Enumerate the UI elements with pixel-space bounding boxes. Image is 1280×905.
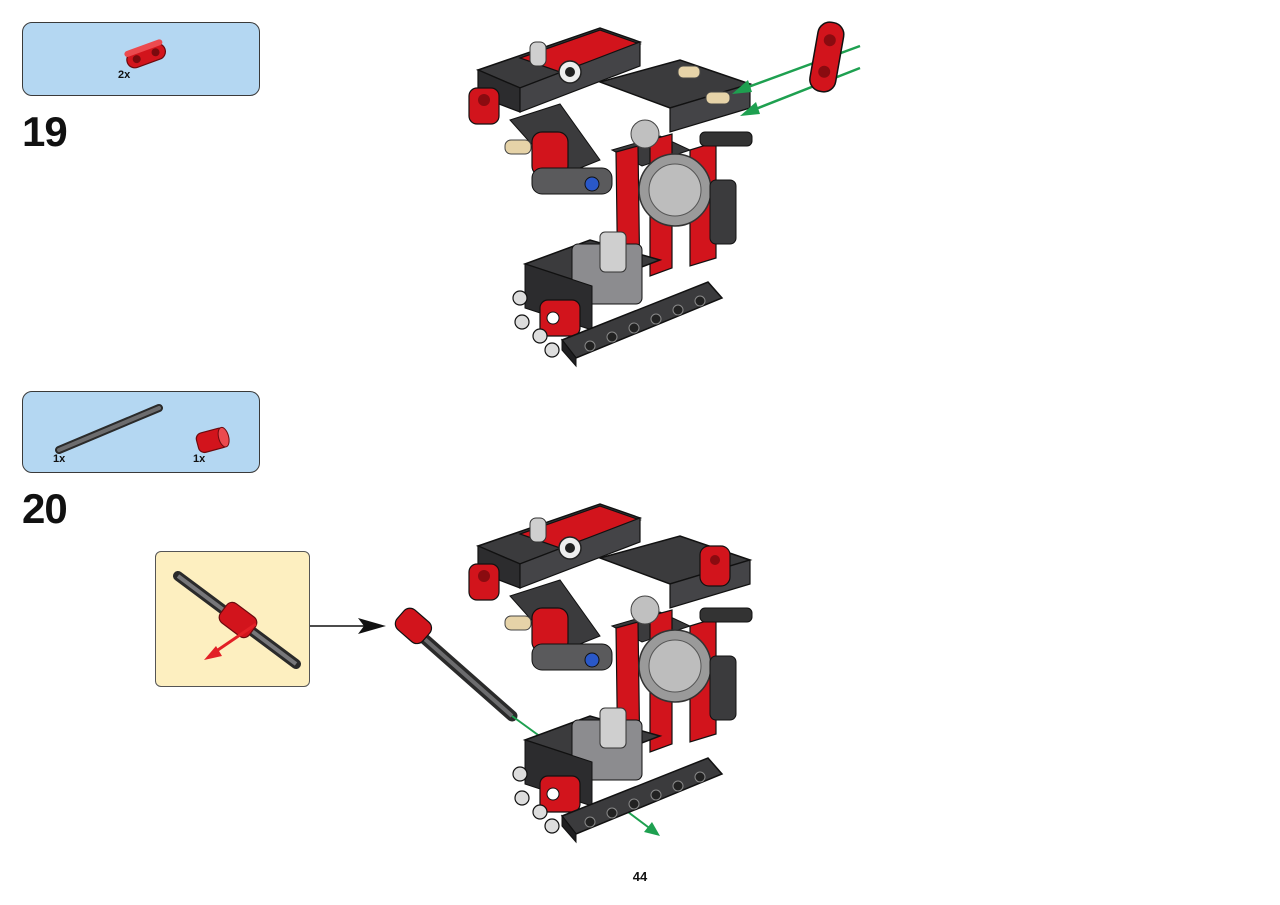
red-axle-pin-connector-icon — [124, 39, 166, 69]
step-20-parts-box: 1x 1x — [22, 391, 260, 473]
red-bushing-icon — [195, 426, 230, 454]
step-20-number: 20 — [22, 485, 68, 532]
sub-assembly-callout — [155, 551, 310, 687]
step-19-incoming-connector — [809, 21, 845, 93]
step-20-model — [468, 503, 753, 844]
step-19-part-1-qty: 2x — [118, 69, 131, 81]
step-20-part-1-qty: 1x — [53, 453, 66, 465]
dark-grey-axle-icon — [55, 404, 163, 454]
page-number: 44 — [632, 869, 648, 884]
step-19-model — [468, 27, 753, 368]
step-19-number: 19 — [22, 108, 68, 155]
axle-with-bushing-icon — [173, 571, 301, 669]
step-19-parts-box: 2x — [22, 22, 260, 96]
step-20-part-2-qty: 1x — [193, 453, 206, 465]
